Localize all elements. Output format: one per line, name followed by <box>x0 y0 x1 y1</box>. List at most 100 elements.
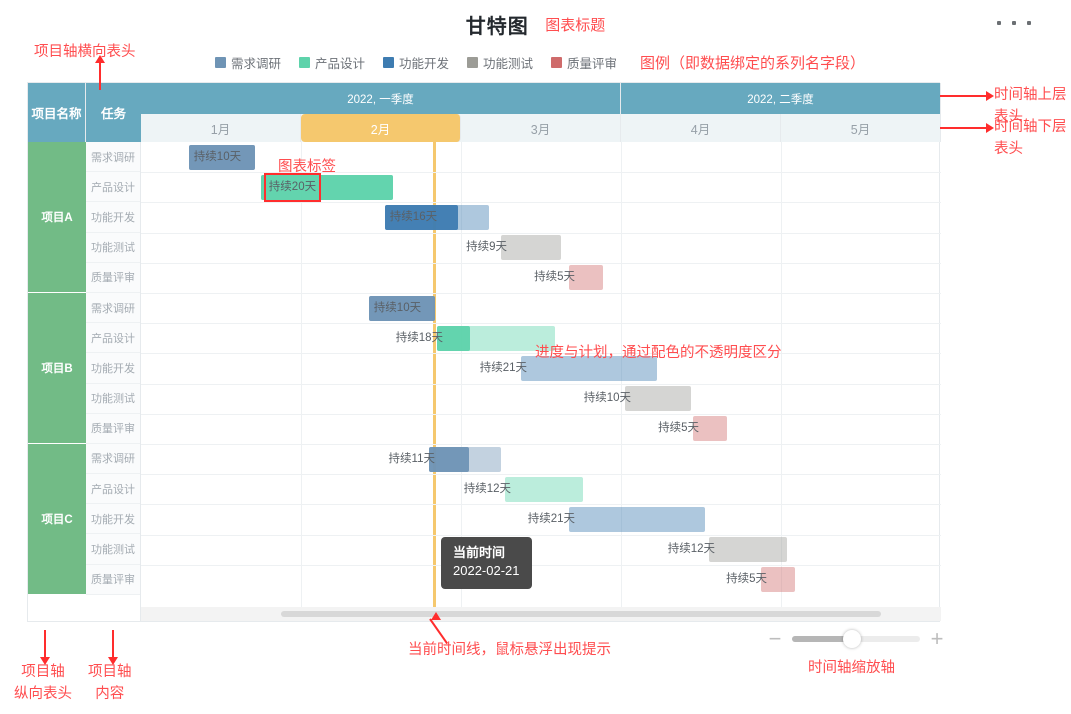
legend-item-0[interactable]: 需求调研 <box>214 53 281 72</box>
legend-swatch-0 <box>214 57 226 68</box>
task-cell-0[interactable]: 需求调研 <box>86 142 140 173</box>
legend-item-1[interactable]: 产品设计 <box>298 53 365 72</box>
task-cell-12[interactable]: 功能开发 <box>86 504 140 535</box>
zoom-in-icon[interactable]: + <box>930 626 944 651</box>
grid-row-divider-2 <box>141 202 941 204</box>
gantt-bar[interactable] <box>709 537 788 563</box>
current-time-line[interactable] <box>433 142 436 621</box>
legend-swatch-1 <box>298 57 310 68</box>
month-header-4[interactable]: 5月 <box>781 114 941 142</box>
annotation-arrow-1 <box>99 62 101 90</box>
gantt-bar-label: 持续16天 <box>389 211 438 223</box>
grid-row-divider-11 <box>141 474 941 476</box>
task-cell-8[interactable]: 功能测试 <box>86 383 140 414</box>
gantt-bar[interactable] <box>625 386 691 412</box>
gantt-bar[interactable] <box>189 144 255 170</box>
grid-row-divider-13 <box>141 534 941 536</box>
task-axis-column: 需求调研产品设计功能开发功能测试质量评审需求调研产品设计功能开发功能测试质量评审… <box>86 142 141 621</box>
grid-column-divider-1 <box>301 142 302 621</box>
grid-row-divider-5 <box>141 293 941 294</box>
legend-item-3[interactable]: 功能测试 <box>467 53 533 72</box>
annotation-arrowhead-5 <box>108 657 118 665</box>
zoom-slider-fill <box>792 636 854 642</box>
gantt-bar[interactable] <box>385 205 489 230</box>
task-cell-7[interactable]: 功能开发 <box>86 353 140 384</box>
legend-item-2[interactable]: 功能开发 <box>382 53 449 72</box>
legend-label-0: 需求调研 <box>230 57 281 71</box>
task-cell-5[interactable]: 需求调研 <box>86 292 140 324</box>
gantt-bar-label: 持续20天 <box>263 172 322 202</box>
month-header-0[interactable]: 1月 <box>141 114 301 142</box>
zoom-slider-thumb[interactable] <box>843 630 862 648</box>
project-column-header: 项目名称 <box>28 83 86 142</box>
legend-swatch-3 <box>467 57 478 68</box>
gantt-bar[interactable] <box>369 295 435 321</box>
scrollbar-thumb[interactable] <box>281 611 881 617</box>
task-cell-2[interactable]: 功能开发 <box>86 202 140 233</box>
zoom-out-icon[interactable]: − <box>768 626 782 651</box>
annotation-arrow-3 <box>940 127 988 129</box>
legend-label-2: 功能开发 <box>398 57 449 71</box>
month-header-3[interactable]: 4月 <box>621 114 781 142</box>
task-cell-1[interactable]: 产品设计 <box>86 172 140 203</box>
gantt-bar-label: 持续18天 <box>395 331 443 344</box>
legend-swatch-2 <box>382 57 394 68</box>
gantt-bar[interactable] <box>569 507 705 532</box>
zoom-slider-track[interactable] <box>792 630 920 648</box>
gantt-bar[interactable] <box>437 325 556 351</box>
task-cell-9[interactable]: 质量评审 <box>86 413 140 444</box>
gantt-bar-plan <box>569 265 603 291</box>
task-cell-11[interactable]: 产品设计 <box>86 474 140 505</box>
month-header-2[interactable]: 3月 <box>461 114 621 142</box>
grid-row-divider-8 <box>141 383 941 385</box>
gantt-bar[interactable] <box>569 265 603 291</box>
gantt-bar[interactable] <box>761 567 795 593</box>
task-cell-6[interactable]: 产品设计 <box>86 323 140 354</box>
gantt-bar[interactable] <box>693 416 727 442</box>
task-cell-13[interactable]: 功能测试 <box>86 534 140 565</box>
more-options-icon[interactable] <box>997 16 1031 30</box>
page-title: 甘特图 <box>465 16 529 38</box>
gantt-grid-area[interactable]: 当前时间 2022-02-21 持续10天持续20天持续16天持续9天持续5天持… <box>141 142 941 621</box>
gantt-bar[interactable] <box>505 476 584 502</box>
task-cell-14[interactable]: 质量评审 <box>86 564 140 595</box>
legend-label-1: 产品设计 <box>314 57 365 71</box>
annotation-arrow-5 <box>112 630 114 660</box>
annotation-project-axis-content: 项目轴 内容 <box>88 664 132 702</box>
gantt-bar-plan <box>761 567 795 593</box>
annotation-now-line: 当前时间线，鼠标悬浮出现提示 <box>408 642 611 658</box>
annotation-arrowhead-3 <box>986 123 994 133</box>
task-cell-10[interactable]: 需求调研 <box>86 443 140 475</box>
timeline-zoom-slider[interactable]: − + <box>766 628 946 650</box>
annotation-title: 图表标题 <box>545 17 606 34</box>
gantt-bar[interactable] <box>521 356 657 381</box>
grid-column-divider-2 <box>461 142 462 621</box>
annotation-arrow-2 <box>940 95 988 97</box>
gantt-bar-progress <box>429 446 469 472</box>
annotation-timeline-upper-header: 时间轴上层表头 <box>994 87 1067 125</box>
legend-item-4[interactable]: 质量评审 <box>551 53 617 72</box>
gantt-bar-progress <box>385 205 458 230</box>
horizontal-scrollbar[interactable] <box>141 607 941 621</box>
project-cell-0[interactable]: 项目A <box>28 142 86 293</box>
month-header-1[interactable]: 2月 <box>301 114 461 142</box>
gantt-bar[interactable] <box>429 446 501 472</box>
gantt-bar-label: 持续21天 <box>479 362 527 374</box>
gantt-bar-progress <box>261 174 393 200</box>
annotation-legend: 图例（即数据绑定的系列名字段） <box>640 55 866 72</box>
task-cell-4[interactable]: 质量评审 <box>86 262 140 293</box>
project-cell-2[interactable]: 项目C <box>28 444 86 595</box>
gantt-bar-label: 持续5天 <box>658 422 699 435</box>
gantt-bar[interactable] <box>501 235 561 261</box>
task-cell-3[interactable]: 功能测试 <box>86 232 140 263</box>
project-cell-1[interactable]: 项目B <box>28 293 86 444</box>
legend-items: 需求调研 产品设计 功能开发 功能测试 质量评审 <box>206 53 626 72</box>
grid-row-divider-1 <box>141 172 941 174</box>
gantt-bar[interactable] <box>261 174 393 200</box>
legend-label-3: 功能测试 <box>483 57 534 71</box>
current-time-tooltip: 当前时间 2022-02-21 <box>441 536 532 590</box>
